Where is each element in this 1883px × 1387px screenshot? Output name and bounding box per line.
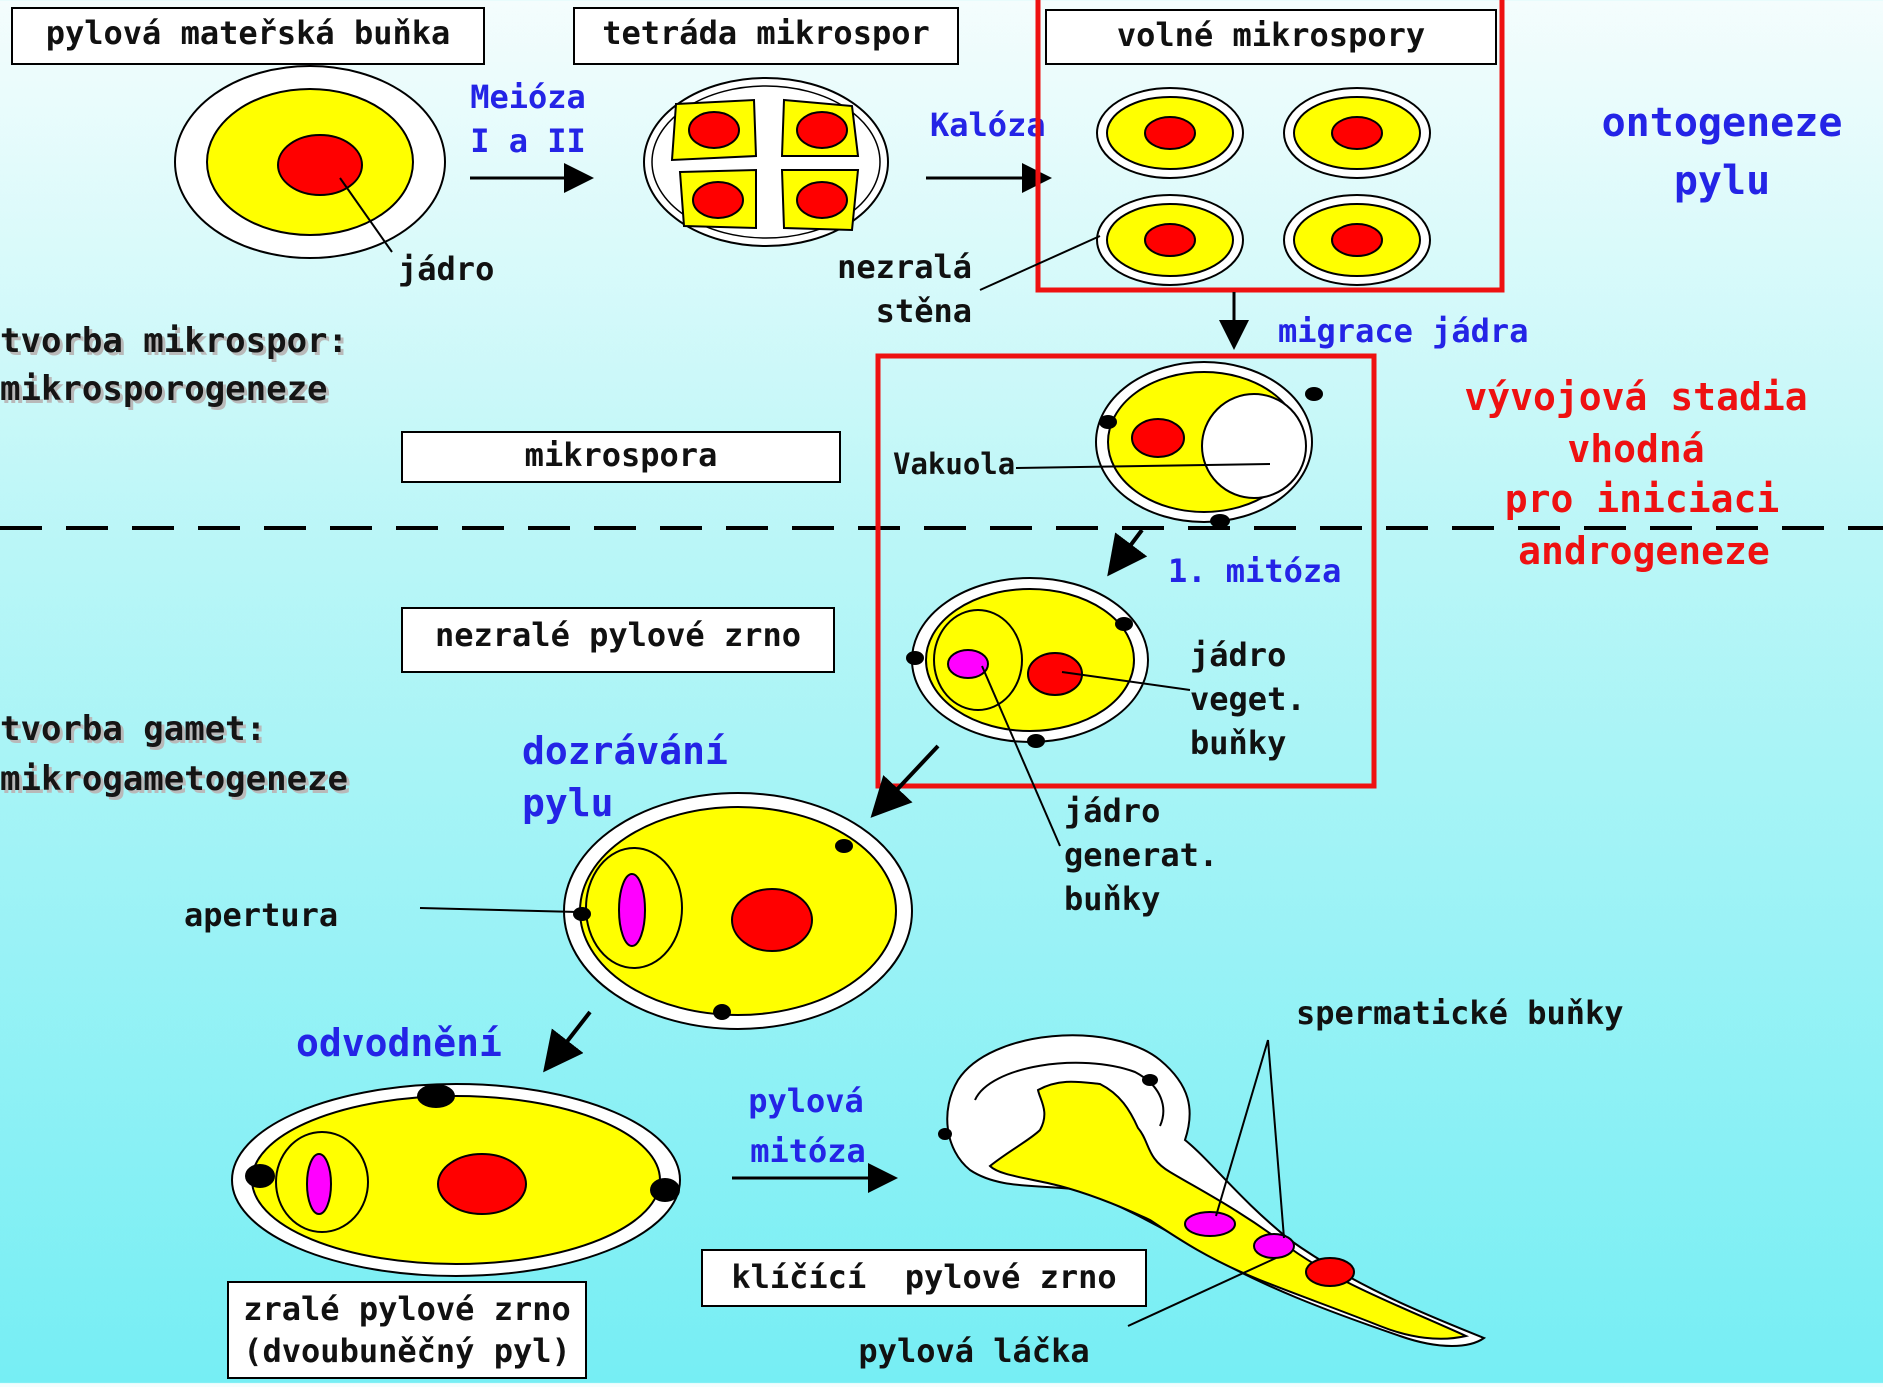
free-microspore: [1284, 88, 1430, 178]
label-maturation-1: dozrávání: [522, 729, 728, 773]
arrow-first-mitosis: [1112, 530, 1142, 570]
pollen-mother-cell: [175, 66, 445, 258]
generative-cell: [307, 1154, 331, 1214]
side-microsporogenesis-1-fg: tvorba mikrospor:: [0, 321, 348, 361]
generative-cell: [619, 874, 645, 946]
arrow-dehydration: [548, 1012, 590, 1066]
label-pollen-mitosis-2: mitóza: [750, 1132, 866, 1170]
title-stages-4: androgeneze: [1518, 529, 1770, 573]
label-immature-wall-1: nezralá: [837, 248, 972, 286]
label-aperture: apertura: [184, 896, 338, 934]
label-veg-nucleus-3: buňky: [1190, 724, 1286, 762]
title-ontogeny-1: ontogeneze: [1602, 100, 1843, 146]
title-stages-3: pro iniciaci: [1505, 477, 1780, 521]
label-callose: Kalóza: [930, 106, 1046, 144]
side-microsporogenesis-2-fg: mikrosporogeneze: [0, 369, 328, 409]
label-nucleus: jádro: [398, 250, 494, 288]
label-vacuole: Vakuola: [893, 447, 1015, 481]
label-free-microspores: volné mikrospory: [1117, 16, 1425, 54]
vacuole: [1202, 394, 1306, 498]
label-mature-grain-2: (dvoubuněčný pyl): [243, 1332, 571, 1370]
aperture-pore: [573, 907, 591, 921]
free-microspore: [1097, 88, 1243, 178]
label-nucleus-migration: migrace jádra: [1278, 312, 1528, 350]
label-veg-nucleus-2: veget.: [1190, 680, 1306, 718]
label-immature-grain: nezralé pylové zrno: [435, 616, 801, 654]
sperm-cell: [1185, 1212, 1235, 1236]
side-gametogenesis-2: mikrogametogeneze: [0, 759, 348, 799]
label-gen-nucleus-3: buňky: [1064, 880, 1160, 918]
label-germinating-grain: klíčící pylové zrno: [731, 1258, 1116, 1296]
label-maturation-2: pylu: [522, 781, 614, 825]
label-dehydration: odvodnění: [296, 1021, 502, 1065]
label-mother-cell: pylová mateřská buňka: [46, 14, 451, 52]
label-gen-nucleus-1: jádro: [1064, 792, 1160, 830]
title-stages-2: vhodná: [1567, 427, 1704, 471]
label-immature-wall-2: stěna: [876, 292, 972, 330]
free-microspores: [1097, 88, 1430, 285]
mother-cell-nucleus: [278, 135, 362, 195]
label-meiosis-2: I a II: [470, 122, 586, 160]
label-microspore: mikrospora: [525, 436, 718, 474]
free-microspore: [1097, 195, 1243, 285]
microspore-tetrad: [644, 78, 888, 246]
free-microspore: [1284, 195, 1430, 285]
vegetative-nucleus: [1306, 1258, 1354, 1286]
immature-pollen-grain: [906, 578, 1148, 748]
label-first-mitosis: 1. mitóza: [1168, 552, 1341, 590]
side-gametogenesis-1: tvorba gamet:: [0, 709, 266, 749]
vacuolated-microspore: [1096, 362, 1323, 528]
label-pollen-tube: pylová láčka: [858, 1332, 1089, 1370]
label-pollen-mitosis-1: pylová: [748, 1082, 864, 1120]
label-meiosis-1: Meióza: [470, 78, 586, 116]
title-stages-1: vývojová stadia: [1464, 375, 1807, 419]
label-gen-nucleus-2: generat.: [1064, 836, 1218, 874]
vegetative-nucleus: [438, 1154, 526, 1214]
generative-nucleus: [948, 650, 988, 678]
title-ontogeny-2: pylu: [1674, 158, 1770, 204]
maturing-pollen-grain: [564, 793, 912, 1029]
vegetative-nucleus: [732, 889, 812, 951]
label-tetrad: tetráda mikrospor: [602, 14, 930, 52]
sperm-cell: [1254, 1234, 1294, 1258]
label-veg-nucleus-1: jádro: [1190, 636, 1286, 674]
mature-pollen-grain: [232, 1084, 680, 1276]
label-sperm-cells: spermatické buňky: [1296, 994, 1624, 1032]
microspore-nucleus: [1132, 419, 1184, 457]
arrow-maturation: [876, 746, 938, 812]
label-mature-grain-1: zralé pylové zrno: [243, 1290, 571, 1328]
